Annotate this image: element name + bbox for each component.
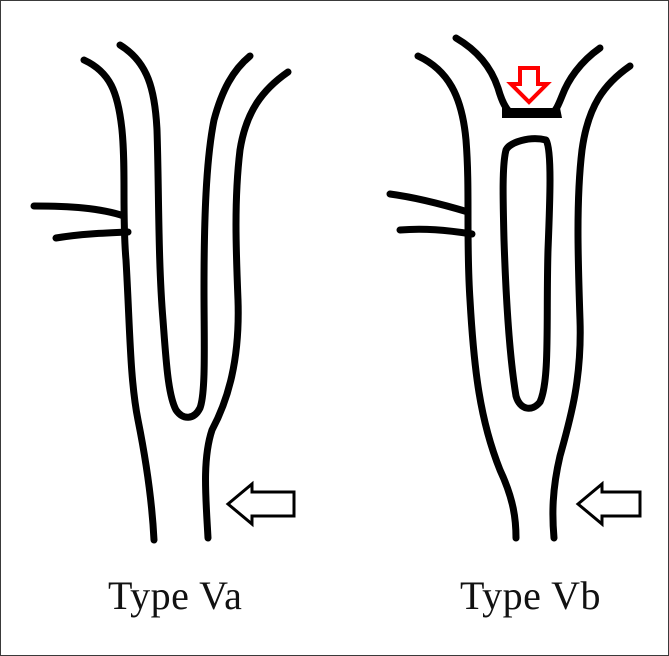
vb-side-branch-lower xyxy=(400,229,472,234)
va-outer-left-wall xyxy=(84,60,154,540)
panel-type-va xyxy=(34,45,294,540)
vb-inner-loop xyxy=(503,139,550,409)
vb-side-branch-upper xyxy=(390,194,468,212)
vb-red-arrow xyxy=(511,68,547,102)
vb-upper-left-arch xyxy=(456,38,512,114)
vb-outer-right-wall xyxy=(553,66,630,538)
va-arrow xyxy=(228,484,294,524)
caption-type-vb: Type Vb xyxy=(460,572,601,619)
vb-outer-left-wall xyxy=(418,56,516,538)
caption-type-va: Type Va xyxy=(108,572,242,619)
vb-connector-bar xyxy=(502,108,562,118)
panel-type-vb xyxy=(390,38,640,538)
va-side-branch-upper xyxy=(34,206,124,216)
va-inner-left-wall xyxy=(120,45,250,417)
vb-arrow xyxy=(578,484,640,524)
va-side-branch-lower xyxy=(56,232,128,238)
va-outer-right-wall xyxy=(206,72,289,538)
